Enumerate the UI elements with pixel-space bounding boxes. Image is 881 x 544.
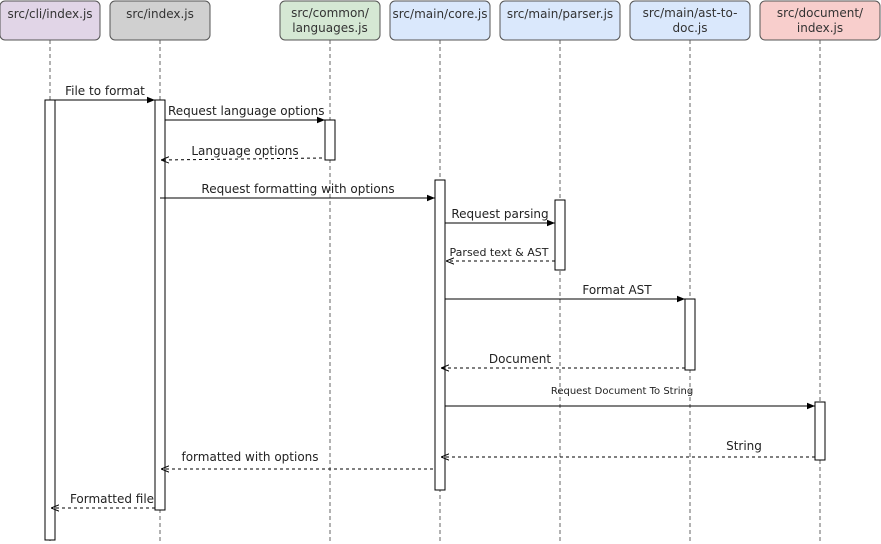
participant-box (109, 0, 211, 41)
participant-box (499, 0, 621, 41)
messages (51, 96, 815, 508)
activation-index (154, 99, 166, 511)
participant-core: src/main/core.js (389, 0, 491, 41)
participant-cli: src/cli/index.js (0, 0, 101, 41)
message-label: Format AST (582, 283, 652, 297)
message-label: Request parsing (451, 207, 548, 221)
participant-label: src/index.js (126, 7, 194, 21)
message-label: Language options (191, 144, 298, 158)
participant-label-line2: languages.js (292, 21, 368, 35)
participant-parser: src/main/parser.js (499, 0, 621, 41)
message-label: Request formatting with options (201, 182, 394, 196)
participant-label: src/main/parser.js (507, 7, 613, 21)
activation-doc (814, 401, 826, 461)
activation-lang (324, 119, 336, 161)
participant-label-line2: doc.js (673, 21, 708, 35)
message-label: Parsed text & AST (450, 246, 549, 259)
activation-ast (684, 298, 696, 371)
participant-box (759, 0, 881, 41)
participant-lang: src/common/ languages.js (279, 0, 381, 41)
participant-index: src/index.js (109, 0, 211, 41)
participant-box (389, 0, 491, 41)
message-label: File to format (65, 84, 145, 98)
participant-label: src/main/core.js (393, 7, 488, 21)
message-label: Request Document To String (551, 386, 693, 397)
message-label: Document (489, 352, 551, 366)
participant-label-line1: src/common/ (291, 6, 370, 20)
message-label: Request language options (168, 104, 324, 118)
message-label: String (726, 439, 762, 453)
message-label: formatted with options (181, 450, 318, 464)
participant-label-line1: src/document/ (777, 6, 864, 20)
activation-parser (554, 199, 566, 271)
message-arrow (161, 158, 323, 160)
participant-box (0, 0, 101, 41)
participant-doc: src/document/ index.js (759, 0, 881, 41)
participant-box (279, 0, 381, 41)
participant-ast: src/main/ast-to- doc.js (629, 0, 751, 41)
participant-box (629, 0, 751, 41)
activations (44, 99, 826, 541)
message-labels: File to format Request language options … (65, 84, 762, 506)
message-label: Formatted file (70, 492, 154, 506)
participant-label-line2: index.js (797, 21, 843, 35)
participant-label-line1: src/main/ast-to- (643, 6, 738, 20)
activation-core (434, 179, 446, 491)
participants: src/cli/index.js src/index.js src/common… (0, 0, 881, 41)
participant-label: src/cli/index.js (7, 7, 92, 21)
activation-cli (44, 99, 56, 541)
